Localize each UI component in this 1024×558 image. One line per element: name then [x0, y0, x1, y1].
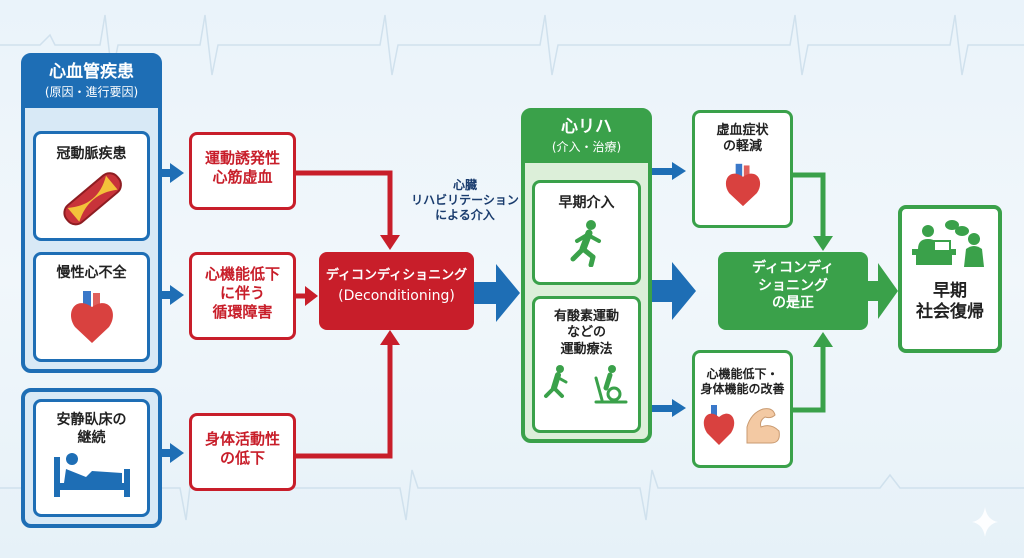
goal-line: 早期 [933, 281, 967, 301]
goal-line: 社会復帰 [916, 302, 984, 323]
rehab-item-line: 有酸素運動 [553, 309, 619, 324]
effect-card-ischemia: 運動誘発性 心筋虚血 [189, 132, 296, 210]
bedrest-line2: 継続 [77, 429, 106, 446]
causes-subtitle: (原因・進行要因) [44, 85, 139, 100]
outcome-connectors [793, 172, 826, 413]
effect-line: の低下 [219, 448, 265, 467]
outcome-line: の軽減 [722, 139, 762, 155]
decon-to-rehab-arrow [474, 264, 520, 322]
note-line: リハビリテーション [411, 193, 519, 207]
bedrest-line1: 安静臥床の [56, 412, 127, 428]
outcome-card-ischemia: 虚血症状 の軽減 [692, 110, 793, 228]
effect-line: 運動誘発性 [204, 149, 280, 167]
rehab-card-early: 早期介入 [532, 180, 641, 285]
bedrest-card: 安静臥床の 継続 [33, 399, 150, 517]
correction-to-goal-arrow [868, 263, 898, 319]
heart-icon [725, 163, 760, 206]
outcome-line: 身体機能の改善 [700, 382, 785, 396]
effect-connectors [296, 170, 393, 459]
rehab-item-line: 運動療法 [560, 341, 613, 357]
rehab-title: 心リハ [561, 117, 612, 137]
effect-line: 循環障害 [212, 302, 273, 321]
intervention-note: 心臓 リハビリテーション による介入 [400, 178, 530, 223]
effect-line: に伴う [219, 283, 265, 302]
outcome-line: 心機能低下・ [706, 367, 779, 381]
cause-arrows [152, 163, 184, 463]
running-person-icon [570, 219, 601, 267]
rehab-header: 心リハ (介入・治療) [524, 111, 649, 164]
effect-card-activity: 身体活動性 の低下 [189, 413, 296, 491]
office-meeting-icon [912, 220, 984, 267]
cause-label: 慢性心不全 [56, 265, 127, 281]
effect-line: 身体活動性 [204, 430, 280, 448]
deconditioning-box: ディコンディショニング (Deconditioning) [319, 252, 474, 330]
deconditioning-en: (Deconditioning) [338, 288, 455, 305]
correction-line: ショニング [758, 277, 828, 294]
rehab-arrows [652, 162, 696, 417]
bed-patient-icon [53, 453, 130, 497]
outcome-line: 虚血症状 [716, 123, 769, 138]
effect-line: 心機能低下 [204, 265, 280, 283]
cause-card-heart-failure: 慢性心不全 [33, 252, 150, 362]
rehab-subtitle: (介入・治療) [551, 140, 622, 155]
causes-title: 心血管疾患 [49, 62, 134, 82]
correction-line: ディコンディ [751, 260, 835, 276]
effect-card-circulation: 心機能低下 に伴う 循環障害 [189, 252, 296, 340]
heart-muscle-icon [703, 405, 780, 445]
note-line: 心臓 [452, 178, 477, 192]
rehab-item-line: などの [566, 325, 606, 341]
exercise-bike-icon [543, 364, 627, 404]
heart-icon [70, 290, 113, 343]
cause-card-coronary: 冠動脈疾患 [33, 131, 150, 241]
sparkle-icon [972, 507, 998, 537]
correction-line: の是正 [772, 295, 814, 311]
cause-label: 冠動脈疾患 [56, 146, 127, 162]
note-line: による介入 [435, 208, 495, 222]
artery-plaque-icon [62, 171, 122, 225]
goal-card: 早期 社会復帰 [898, 205, 1002, 353]
outcome-card-function: 心機能低下・ 身体機能の改善 [692, 350, 793, 468]
correction-box: ディコンディ ショニング の是正 [718, 252, 868, 330]
rehab-card-exercise: 有酸素運動 などの 運動療法 [532, 296, 641, 433]
deconditioning-jp: ディコンディショニング [325, 268, 468, 283]
rehab-item-label: 早期介入 [558, 195, 615, 211]
effect-line: 心筋虚血 [212, 167, 273, 186]
causes-header: 心血管疾患 (原因・進行要因) [24, 56, 159, 109]
